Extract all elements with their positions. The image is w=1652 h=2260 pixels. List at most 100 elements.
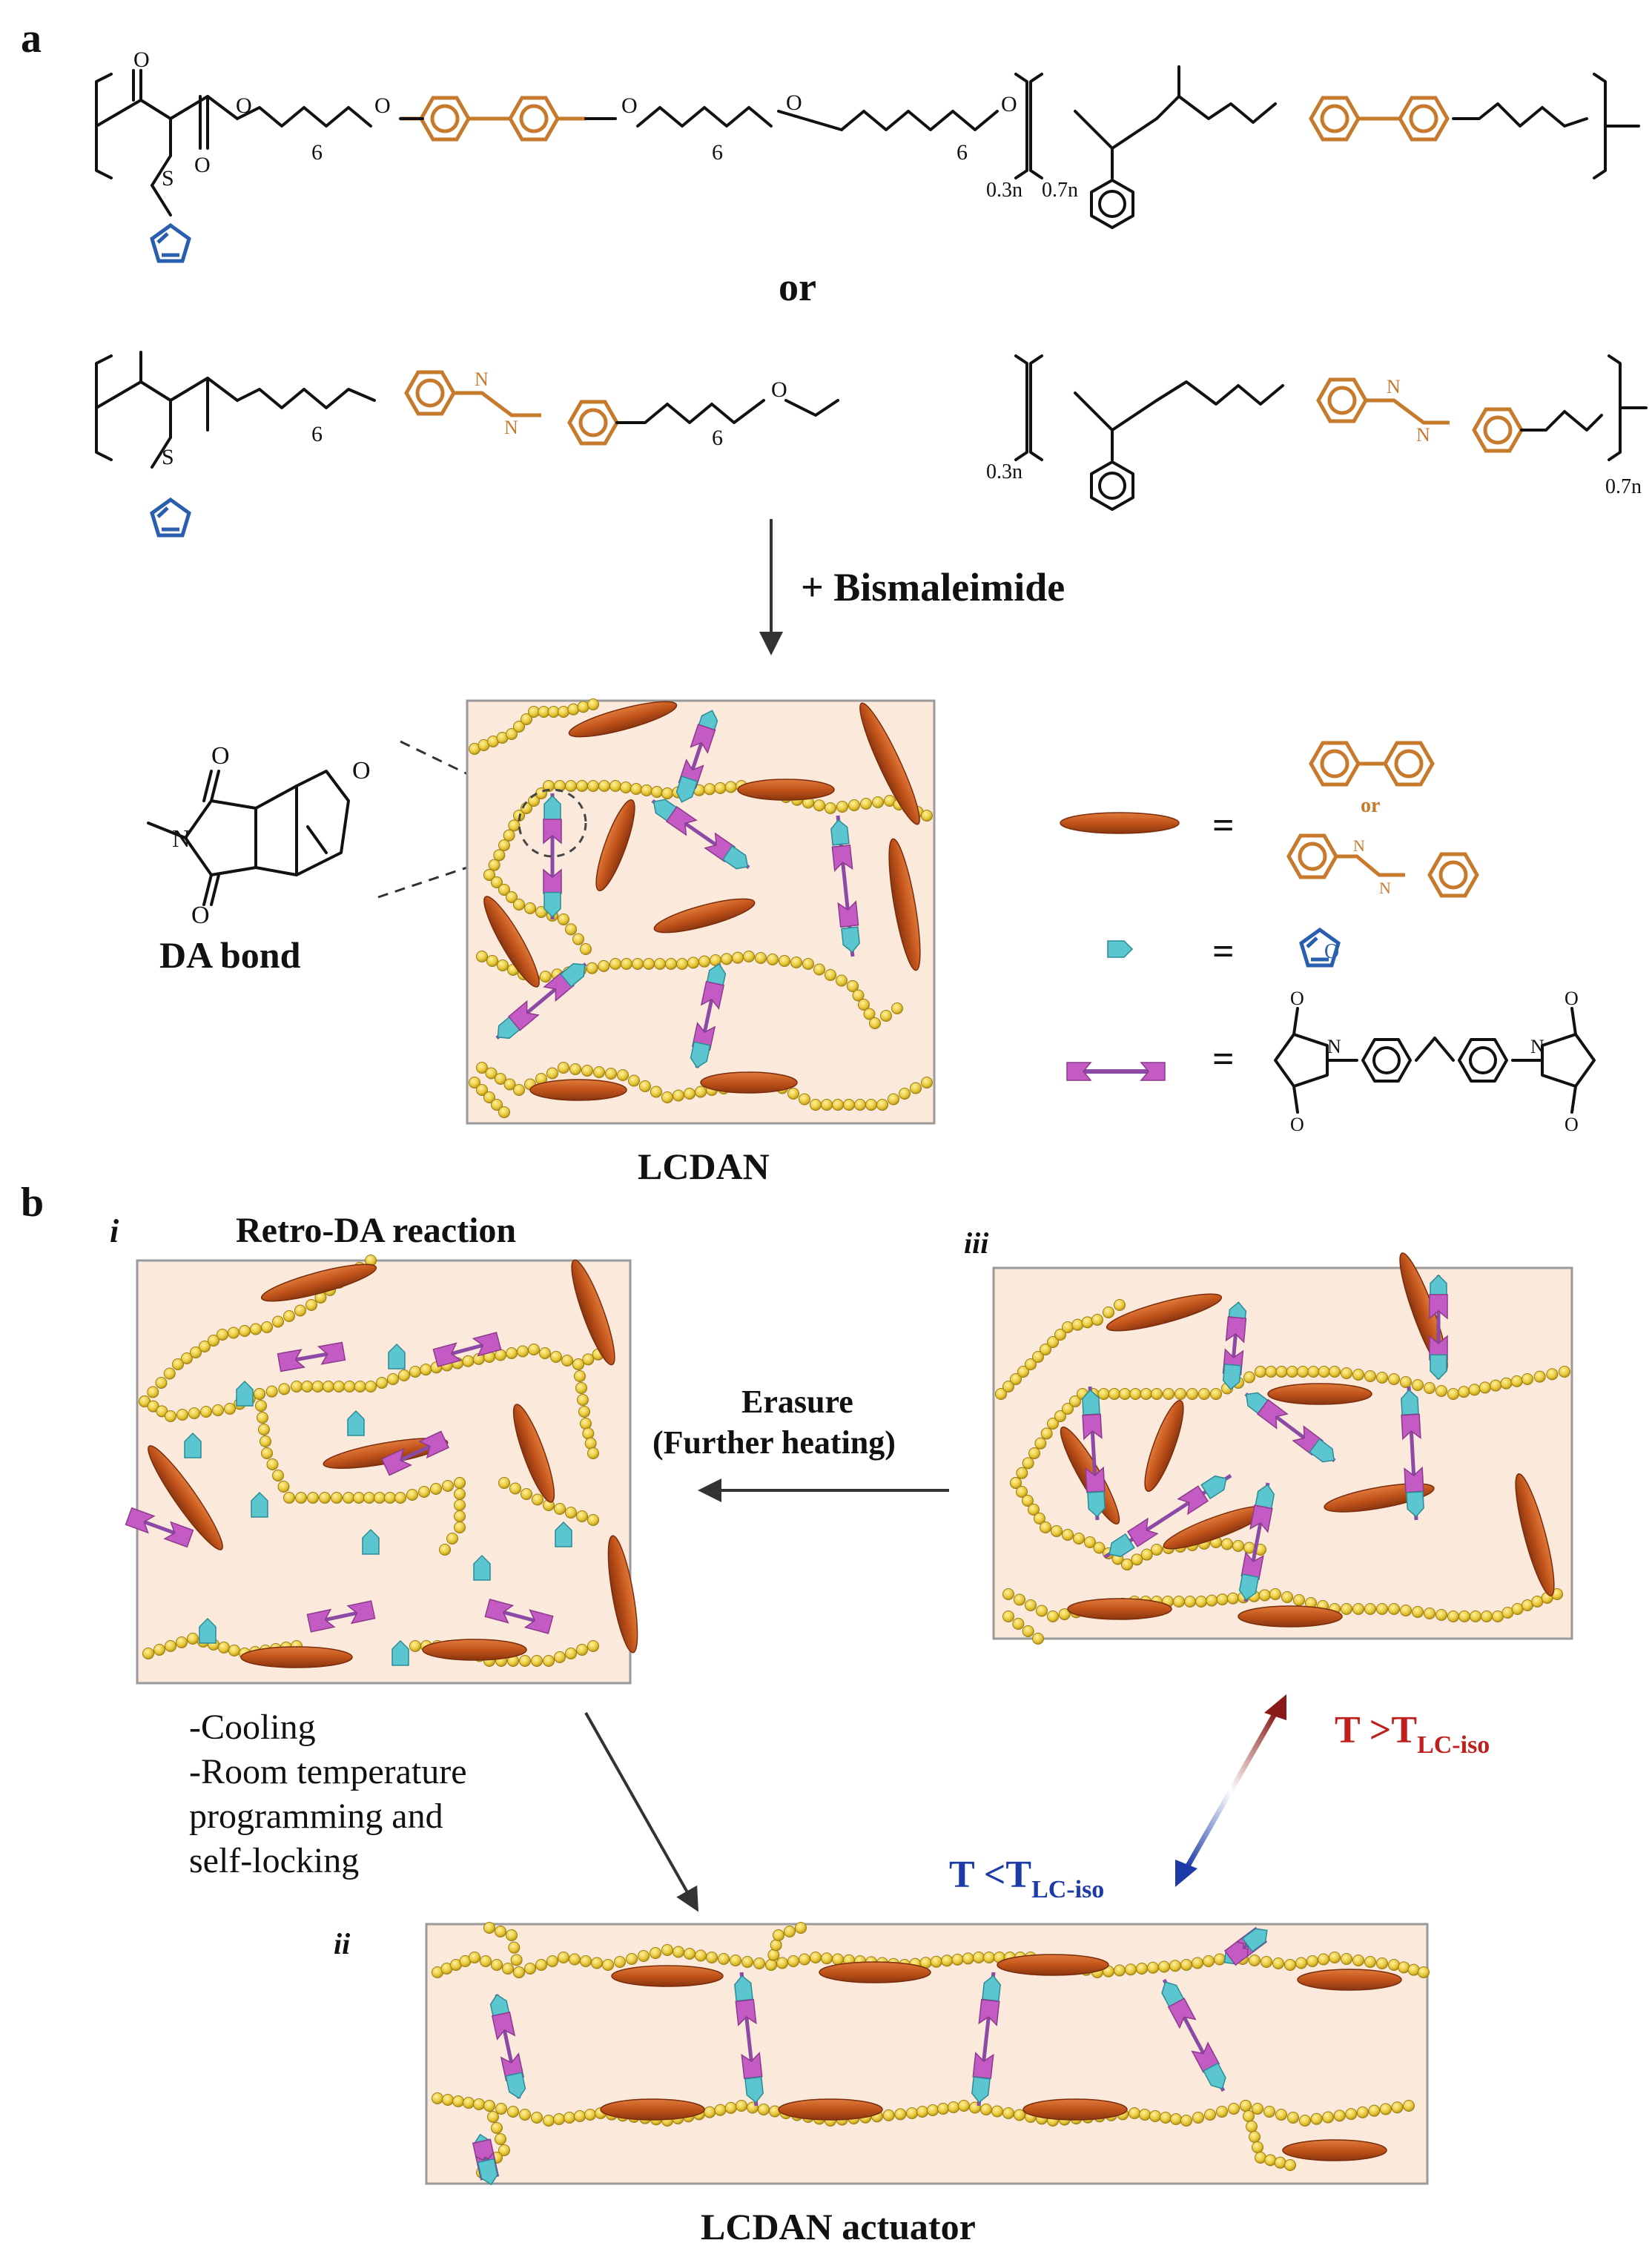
chain-bead — [1040, 1344, 1051, 1355]
mesogen — [148, 1445, 223, 1550]
mesogen — [778, 2098, 883, 2121]
arrowhead-down — [1175, 1860, 1197, 1887]
maleimide-block — [735, 1998, 757, 2026]
chain-bead — [927, 2104, 939, 2116]
furan-block — [1200, 1475, 1227, 1500]
chain-bead — [1028, 1447, 1040, 1459]
chain-bead — [1306, 1955, 1318, 1967]
chain-bead — [420, 1364, 432, 1376]
chain-bead — [650, 1947, 661, 1959]
chain-bead — [1352, 1955, 1364, 1966]
maleimide-block — [507, 1000, 540, 1031]
chain-bead — [1546, 1368, 1559, 1381]
maleimide-block — [543, 819, 562, 845]
maleimide-block — [432, 1342, 463, 1367]
chain-bead — [476, 1062, 488, 1074]
chain-bead — [1097, 1388, 1110, 1400]
chain-bead — [572, 1358, 584, 1370]
chain-bead — [1047, 1336, 1059, 1348]
chain-bead — [609, 958, 621, 970]
maleimide-block — [1167, 1998, 1197, 2029]
mesogen — [529, 1079, 627, 1101]
chain-bead — [605, 1068, 617, 1080]
chain-bead — [921, 1077, 933, 1088]
furan-block — [1222, 1364, 1242, 1390]
chain-bead — [469, 1952, 480, 1963]
chain-bead — [528, 1344, 540, 1355]
chain-bead — [442, 1480, 454, 1492]
chain-bead — [654, 958, 666, 970]
cooling-line: -Cooling — [189, 1708, 316, 1747]
mesogen — [595, 799, 635, 892]
chain-bead — [1071, 1318, 1084, 1331]
chain-bead — [1376, 1372, 1388, 1384]
chain-bead — [1032, 1633, 1044, 1645]
chain-bead — [538, 706, 550, 718]
maleimide-block — [1401, 1413, 1421, 1441]
azo-n: N — [475, 369, 489, 390]
chain-bead — [1240, 2100, 1252, 2112]
chain-bead — [363, 1492, 375, 1504]
subscript-second-block: 0.7n — [1042, 179, 1078, 202]
chain-bead — [836, 974, 848, 987]
chain-bead — [1249, 1955, 1261, 1966]
chain-bead — [217, 1329, 228, 1341]
chain-bead — [1307, 1366, 1320, 1378]
chain-bead — [687, 956, 699, 969]
chain-bead — [721, 953, 733, 965]
atom-o: O — [1001, 92, 1017, 116]
chain-bead — [587, 1640, 599, 1652]
chain-bead — [1478, 1381, 1491, 1394]
chain-bead — [503, 1078, 516, 1091]
chain-bead — [799, 1953, 810, 1966]
chain-bead — [218, 1642, 230, 1653]
chain-bead — [587, 1447, 599, 1459]
chain-bead — [258, 1424, 270, 1435]
chain-bead — [639, 1080, 651, 1092]
atom-o: O — [1290, 988, 1304, 1009]
chain-bead — [1246, 2121, 1258, 2132]
chain-bead — [1281, 1591, 1293, 1603]
chain-bead — [1195, 1596, 1207, 1608]
chain-bead — [973, 1952, 985, 1963]
chain-bead — [519, 2109, 531, 2121]
chain-bead — [1470, 1610, 1481, 1622]
chain-bead — [565, 1507, 577, 1519]
mesogen — [1238, 1605, 1343, 1628]
polymer-structure-azobenzene — [95, 351, 1648, 535]
chain-bead — [1226, 1592, 1239, 1605]
chain-bead — [1243, 1371, 1255, 1384]
chain-bead — [1047, 1418, 1059, 1430]
chain-bead — [638, 1950, 650, 1962]
chain-bead — [558, 913, 569, 925]
chain-bead — [1264, 2154, 1277, 2167]
mesogen — [819, 1961, 931, 1983]
atom-o: O — [236, 93, 252, 118]
chain-bead — [1284, 1959, 1296, 1971]
chain-bead — [1435, 1609, 1447, 1621]
chain-bead — [1103, 1306, 1114, 1318]
maleimide-block — [1429, 1294, 1448, 1320]
repeat-subscript: 6 — [311, 140, 323, 165]
chain-bead — [665, 958, 677, 970]
chain-bead — [730, 1955, 741, 1966]
chain-bead — [661, 1944, 673, 1956]
chain-bead — [487, 2111, 499, 2123]
atom-n: N — [1327, 1036, 1341, 1057]
chain-bead — [1255, 2152, 1266, 2164]
chain-bead — [1140, 1548, 1153, 1561]
chain-bead — [1121, 1559, 1133, 1570]
chain-bead — [1034, 1513, 1045, 1524]
chain-bead — [832, 1099, 844, 1111]
chain-bead — [626, 1953, 638, 1965]
furan-block — [1309, 1438, 1335, 1463]
chain-bead — [469, 1077, 480, 1088]
chain-bead — [609, 780, 621, 792]
chain-bead — [1329, 1366, 1341, 1378]
chain-bead — [1184, 1596, 1196, 1608]
mesogen — [611, 1965, 724, 1987]
chain-bead — [1034, 1437, 1047, 1450]
chain-bead — [283, 1492, 295, 1504]
chain-bead — [1447, 1610, 1459, 1622]
chain-bead — [446, 1533, 458, 1544]
